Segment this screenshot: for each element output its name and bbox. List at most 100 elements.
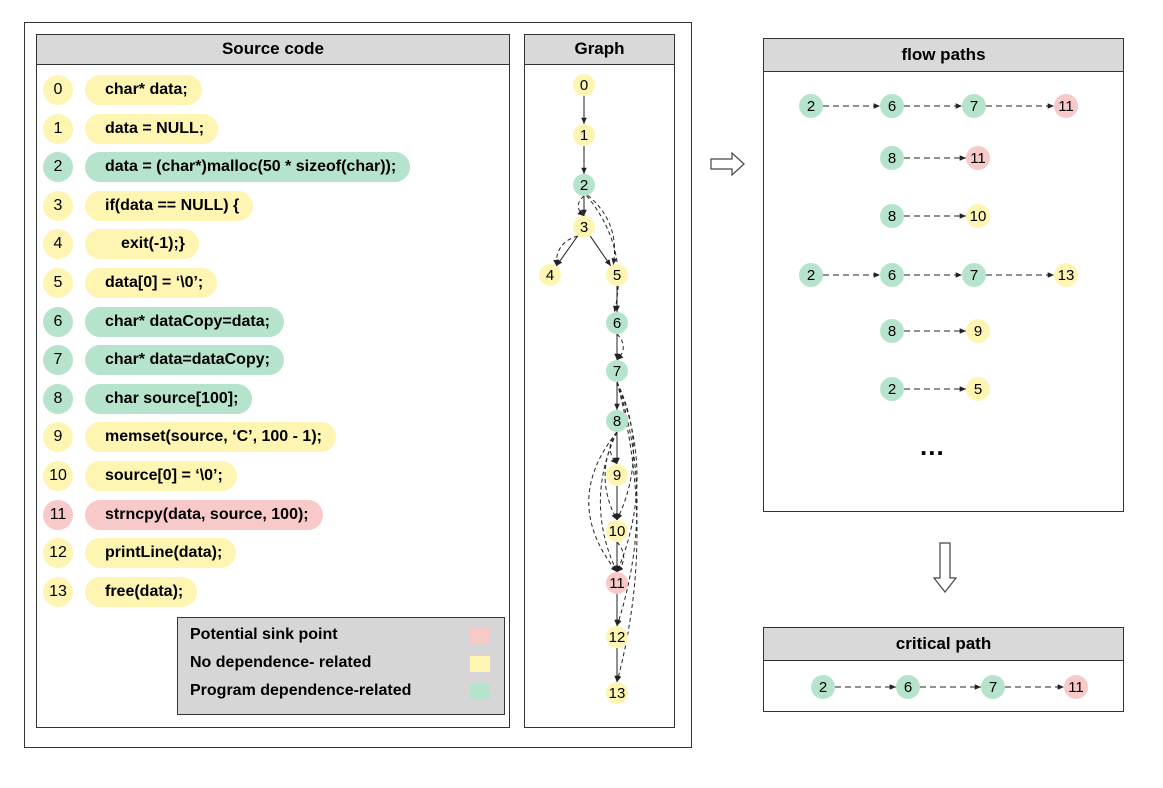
graph-node-label: 3 bbox=[580, 219, 588, 236]
down-arrow-icon bbox=[932, 542, 958, 593]
graph-dashed-edge-8-11 bbox=[588, 431, 618, 573]
graph-dashed-edge-8-9 bbox=[609, 431, 618, 465]
graph-title: Graph bbox=[525, 35, 674, 65]
path-node bbox=[966, 319, 990, 343]
graph-node-1: 1 bbox=[573, 124, 595, 146]
path-node bbox=[880, 204, 904, 228]
graph-dashed-edge-10-11 bbox=[616, 541, 625, 573]
path-node-label: 7 bbox=[970, 267, 978, 284]
path-node bbox=[981, 675, 1005, 699]
path-node bbox=[1064, 675, 1088, 699]
graph-node-9: 9 bbox=[606, 464, 628, 486]
line-number: 1 bbox=[43, 113, 73, 144]
graph-dashed-edge-7-12 bbox=[616, 381, 638, 627]
code-line: exit(-1);} bbox=[85, 229, 200, 260]
path-node bbox=[799, 94, 823, 118]
line-number: 2 bbox=[43, 152, 73, 183]
graph-node-13: 13 bbox=[606, 682, 628, 704]
code-line: char* data=dataCopy; bbox=[85, 345, 284, 376]
path-node-label: 2 bbox=[807, 267, 815, 284]
path-node bbox=[880, 263, 904, 287]
source-code-title: Source code bbox=[37, 35, 509, 65]
graph-node-label: 9 bbox=[613, 467, 621, 484]
right-arrow-icon bbox=[710, 152, 745, 176]
graph-node-label: 13 bbox=[609, 685, 626, 702]
code-line: source[0] = ‘\0’; bbox=[85, 461, 237, 491]
line-number: 9 bbox=[43, 422, 73, 453]
line-number: 7 bbox=[43, 345, 73, 376]
path-node-label: 11 bbox=[1058, 98, 1074, 115]
graph-node-3: 3 bbox=[573, 216, 595, 238]
path-node bbox=[966, 204, 990, 228]
code-line: char* data; bbox=[85, 75, 202, 105]
code-line: strncpy(data, source, 100); bbox=[85, 499, 323, 530]
code-line: if(data == NULL) { bbox=[85, 190, 254, 221]
path-node-label: 9 bbox=[974, 323, 982, 340]
line-number: 4 bbox=[43, 229, 73, 260]
graph-node-8: 8 bbox=[606, 410, 628, 432]
path-node bbox=[896, 675, 920, 699]
path-node-label: 8 bbox=[888, 208, 896, 225]
legend-item-sink: Potential sink point bbox=[190, 626, 338, 643]
legend-swatch-no-dependence bbox=[470, 656, 490, 672]
path-node bbox=[880, 319, 904, 343]
graph-node-4: 4 bbox=[539, 264, 561, 286]
graph-node-label: 8 bbox=[613, 413, 621, 430]
code-line: memset(source, ‘C’, 100 - 1); bbox=[85, 422, 336, 453]
graph-node-label: 10 bbox=[609, 523, 626, 540]
path-node-label: 8 bbox=[888, 150, 896, 167]
path-node bbox=[966, 146, 990, 170]
legend-item-no-dependence: No dependence- related bbox=[190, 654, 372, 671]
graph-dashed-edge-2-3 bbox=[577, 195, 585, 217]
line-number: 5 bbox=[43, 268, 73, 298]
source-code-panel: Source code 0 char* data; 1 data = NULL; 2 da… bbox=[36, 34, 510, 728]
line-number: 0 bbox=[43, 75, 73, 105]
line-number: 12 bbox=[43, 538, 73, 569]
graph-node-label: 5 bbox=[613, 267, 621, 284]
graph-dashed-edge-8-11 bbox=[599, 431, 618, 573]
flow-paths-title: flow paths bbox=[764, 39, 1123, 72]
path-node bbox=[962, 94, 986, 118]
graph-node-10: 10 bbox=[606, 520, 628, 542]
path-node-label: 2 bbox=[888, 381, 896, 398]
path-node-label: 7 bbox=[989, 679, 997, 696]
graph-node-0: 0 bbox=[573, 74, 595, 96]
graph-edge-3-4 bbox=[555, 235, 579, 267]
path-node-label: 2 bbox=[807, 98, 815, 115]
graph-dashed-edge-2-5 bbox=[587, 194, 618, 265]
critical-path-title: critical path bbox=[764, 628, 1123, 661]
code-line: data = NULL; bbox=[85, 113, 219, 144]
path-node bbox=[1054, 94, 1078, 118]
path-node bbox=[880, 377, 904, 401]
legend-item-program-dependence: Program dependence-related bbox=[190, 682, 412, 699]
graph-node-label: 12 bbox=[609, 629, 626, 646]
path-node bbox=[962, 263, 986, 287]
line-number: 6 bbox=[43, 306, 73, 337]
graph-dashed-edge-7-11 bbox=[616, 381, 638, 573]
path-node-label: 13 bbox=[1058, 267, 1075, 284]
path-node-label: 6 bbox=[888, 98, 896, 115]
code-line: char source[100]; bbox=[85, 383, 253, 414]
graph-node-6: 6 bbox=[606, 312, 628, 334]
path-node-label: 11 bbox=[970, 150, 986, 167]
path-node bbox=[811, 675, 835, 699]
code-line: char* dataCopy=data; bbox=[85, 306, 284, 337]
graph-edge-3-5 bbox=[589, 235, 612, 267]
code-line: data = (char*)malloc(50 * sizeof(char)); bbox=[85, 152, 411, 183]
graph-node-label: 4 bbox=[546, 267, 554, 284]
line-number: 11 bbox=[43, 499, 73, 530]
path-node bbox=[966, 377, 990, 401]
line-number: 13 bbox=[43, 576, 73, 607]
legend: Potential sink point No dependence- rela… bbox=[177, 617, 505, 715]
graph-node-label: 1 bbox=[580, 127, 588, 144]
graph-node-label: 11 bbox=[609, 575, 625, 592]
flow-path-row: 8 11 bbox=[880, 146, 990, 170]
